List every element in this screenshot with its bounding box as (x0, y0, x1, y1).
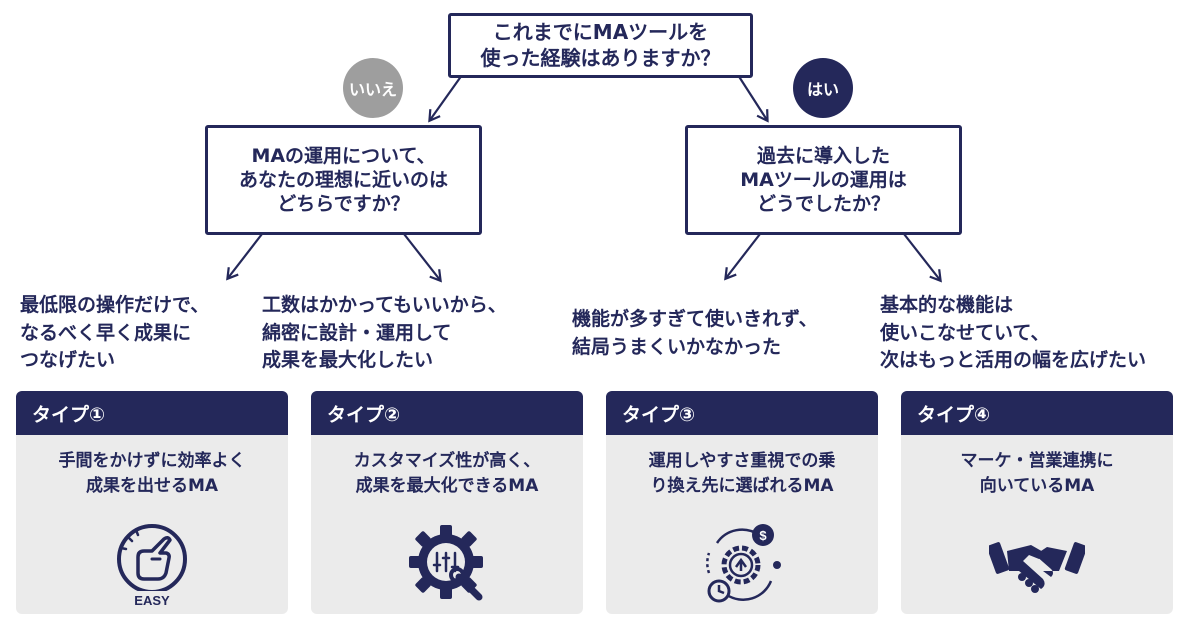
no-question-line-3: どちらですか？ (277, 193, 410, 216)
arrow-yes-to-answer-4 (903, 233, 942, 283)
answer-3-line-2: 結局うまくいかなかった (572, 335, 782, 358)
type-card-1: タイプ① 手間をかけずに効率よく 成果を出せるMA EASY (16, 391, 288, 614)
type-card-2-desc-line-2: 成果を最大化できるMA (355, 475, 539, 496)
no-question-line-2: あなたの理想に近いのは (238, 168, 448, 191)
root-question-box: これまでにMAツールを 使った経験はありますか？ (448, 13, 753, 78)
gear-wrench-icon (409, 525, 483, 601)
root-question-line-2: 使った経験はありますか？ (480, 45, 721, 70)
arrow-no-to-answer-1 (226, 233, 263, 281)
answer-4-line-1: 基本的な機能は (880, 294, 1014, 316)
handshake-icon (989, 542, 1085, 593)
type-card-3-desc-line-2: り換え先に選ばれるMA (650, 475, 834, 496)
arrow-root-to-no (428, 74, 463, 123)
arrow-no-to-answer-2 (403, 233, 442, 283)
type-card-3-desc: 運用しやすさ重視での乗 り換え先に選ばれるMA (606, 449, 878, 498)
answer-2-line-2: 綿密に設計・運用して (262, 321, 452, 344)
type-card-3: タイプ③ 運用しやすさ重視での乗 り換え先に選ばれるMA $ (606, 391, 878, 614)
answer-4-line-2: 使いこなせていて、 (880, 321, 1050, 344)
type-card-1-desc-line-2: 成果を出せるMA (85, 475, 219, 496)
answer-1-line-3: つなげたい (20, 349, 116, 372)
type-card-2-title: タイプ② (311, 391, 583, 435)
answer-4: 基本的な機能は 使いこなせていて、 次はもっと活用の幅を広げたい (880, 292, 1146, 375)
no-badge: いいえ (343, 58, 403, 118)
answer-2-line-3: 成果を最大化したい (262, 349, 434, 372)
arrow-root-to-yes (737, 74, 769, 123)
yes-question-line-3: どうでしたか？ (756, 193, 890, 216)
type-card-3-title: タイプ③ (606, 391, 878, 435)
yes-question-line-2: MAツールの運用は (740, 168, 907, 191)
answer-3-line-1: 機能が多すぎて使いきれず、 (572, 308, 818, 330)
no-question-line-1: MAの運用について、 (251, 144, 436, 167)
type-card-4: タイプ④ マーケ・営業連携に 向いているMA (901, 391, 1173, 614)
type-card-1-desc-line-1: 手間をかけずに効率よく (58, 451, 246, 471)
answer-4-line-3: 次はもっと活用の幅を広げたい (880, 349, 1147, 372)
type-card-4-desc-line-2: 向いているMA (979, 475, 1095, 496)
answer-1-line-1: 最低限の操作だけで、 (20, 294, 210, 316)
type-card-2-desc-line-1: カスタマイズ性が高く、 (353, 451, 541, 471)
type-card-4-desc-line-1: マーケ・営業連携に (960, 451, 1114, 471)
type-card-2-desc: カスタマイズ性が高く、 成果を最大化できるMA (311, 449, 583, 498)
cycle-money-icon: $ (706, 524, 781, 603)
answer-2: 工数はかかってもいいから、 綿密に設計・運用して 成果を最大化したい (262, 292, 507, 375)
no-question-box: MAの運用について、 あなたの理想に近いのは どちらですか？ (205, 125, 482, 235)
answer-1-line-2: なるべく早く成果に (20, 321, 192, 344)
yes-question-box: 過去に導入した MAツールの運用は どうでしたか？ (685, 125, 962, 235)
svg-text:$: $ (759, 528, 767, 543)
type-card-4-title: タイプ④ (901, 391, 1173, 435)
root-question-line-1: これまでにMAツールを (492, 19, 709, 44)
type-card-4-desc: マーケ・営業連携に 向いているMA (901, 449, 1173, 498)
easy-text: EASY (134, 593, 170, 607)
answer-1: 最低限の操作だけで、 なるべく早く成果に つなげたい (20, 292, 209, 375)
yes-question-line-1: 過去に導入した (756, 144, 890, 167)
answer-2-line-1: 工数はかかってもいいから、 (262, 294, 507, 316)
type-card-1-desc: 手間をかけずに効率よく 成果を出せるMA (16, 449, 288, 498)
arrow-yes-to-answer-3 (724, 233, 761, 281)
easy-hand-icon: EASY (117, 524, 187, 607)
type-card-1-title: タイプ① (16, 391, 288, 435)
type-card-2: タイプ② カスタマイズ性が高く、 成果を最大化できるMA (311, 391, 583, 614)
type-card-3-desc-line-1: 運用しやすさ重視での乗 (648, 451, 836, 471)
yes-badge: はい (793, 58, 853, 118)
answer-3: 機能が多すぎて使いきれず、 結局うまくいかなかった (572, 306, 818, 361)
